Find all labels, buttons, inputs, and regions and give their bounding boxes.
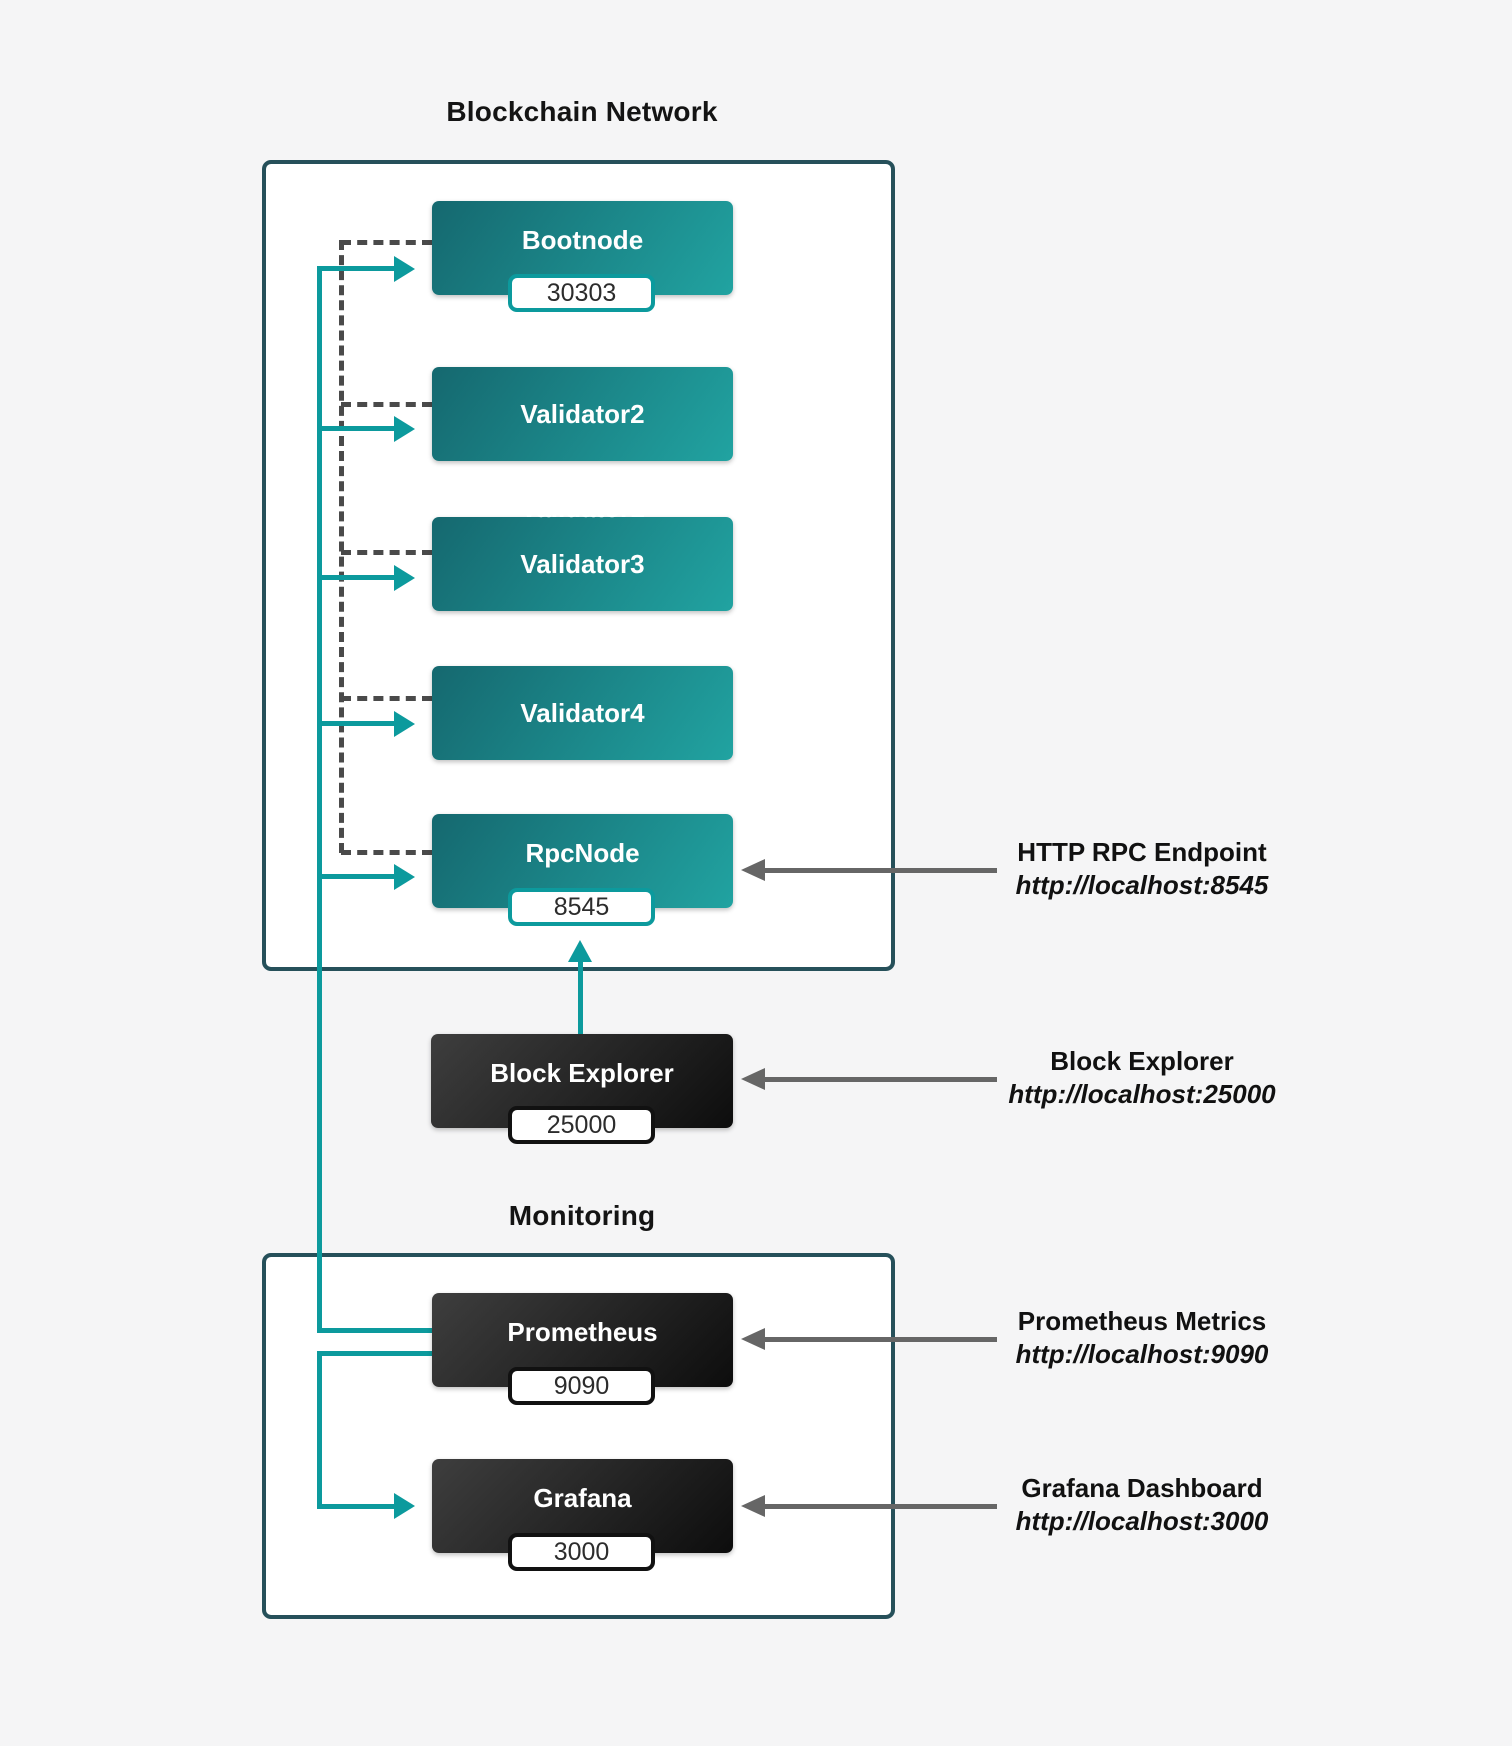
annotation-http-rpc-endpoint: HTTP RPC Endpoint http://localhost:8545 — [962, 836, 1322, 902]
block-explorer-to-rpcnode-line — [578, 960, 583, 1034]
gray-arrow-shaft-grafana — [765, 1504, 997, 1509]
peer-dashed-branch-validator3 — [341, 550, 432, 555]
peer-dashed-branch-bootnode — [341, 240, 432, 245]
bootnode-label: Bootnode — [521, 224, 644, 255]
prometheus-label: Prometheus — [507, 1316, 658, 1347]
peer-dashed-branch-rpcnode — [341, 850, 432, 855]
grafana-label: Grafana — [533, 1482, 632, 1513]
annotation-grafana-dashboard: Grafana Dashboard http://localhost:3000 — [962, 1472, 1322, 1538]
gray-arrow-shaft-prometheus — [765, 1337, 997, 1342]
validator3-label: Validator3 — [520, 548, 645, 579]
annotation-url: http://localhost:25000 — [1008, 1079, 1276, 1109]
annotation-title: Block Explorer — [1050, 1046, 1234, 1076]
teal-branch-validator3 — [317, 575, 395, 580]
block-explorer-port-badge: 25000 — [508, 1106, 655, 1144]
arrowhead-into-grafana — [394, 1493, 415, 1519]
validator4-label: Validator4 — [520, 697, 645, 728]
arrowhead-into-validator3 — [394, 565, 415, 591]
monitoring-title: Monitoring — [508, 1200, 656, 1231]
blockchain-network-title: Blockchain Network — [446, 96, 718, 127]
annotation-title: HTTP RPC Endpoint — [1017, 837, 1267, 867]
gray-arrowhead-grafana — [741, 1495, 765, 1517]
gray-arrow-shaft-block-explorer — [765, 1077, 997, 1082]
gray-arrow-shaft-rpc — [765, 868, 997, 873]
bootnode-port-badge: 30303 — [508, 274, 655, 312]
prometheus-to-grafana-line-top — [317, 1351, 432, 1356]
peer-dashed-trunk-line — [339, 240, 344, 853]
teal-branch-rpcnode — [317, 874, 395, 879]
peer-dashed-branch-validator4 — [341, 696, 432, 701]
rpcnode-label: RpcNode — [525, 837, 640, 868]
arrowhead-into-validator4 — [394, 711, 415, 737]
annotation-url: http://localhost:3000 — [1015, 1506, 1269, 1536]
teal-branch-grafana — [317, 1504, 395, 1509]
arrowhead-into-rpcnode — [394, 864, 415, 890]
validator2-node: Validator2 — [432, 367, 733, 461]
annotation-url: http://localhost:9090 — [1015, 1339, 1269, 1369]
prometheus-to-grafana-line-vertical — [317, 1351, 322, 1509]
rpcnode-port-badge: 8545 — [508, 888, 655, 926]
teal-branch-bootnode — [317, 266, 395, 271]
prometheus-port-badge: 9090 — [508, 1367, 655, 1405]
validator3-node: Validator3 — [432, 517, 733, 611]
block-explorer-label: Block Explorer — [490, 1057, 674, 1088]
annotation-block-explorer: Block Explorer http://localhost:25000 — [962, 1045, 1322, 1111]
teal-branch-validator4 — [317, 721, 395, 726]
teal-branch-prometheus — [317, 1328, 432, 1333]
arrowhead-up-into-rpcnode — [568, 940, 592, 962]
teal-trunk-line — [317, 267, 322, 1331]
annotation-title: Grafana Dashboard — [1021, 1473, 1263, 1503]
validator2-label: Validator2 — [520, 398, 645, 429]
grafana-port-badge: 3000 — [508, 1533, 655, 1571]
gray-arrowhead-rpc — [741, 859, 765, 881]
gray-arrowhead-prometheus — [741, 1328, 765, 1350]
annotation-url: http://localhost:8545 — [1015, 870, 1269, 900]
gray-arrowhead-block-explorer — [741, 1068, 765, 1090]
arrowhead-into-bootnode — [394, 256, 415, 282]
teal-branch-validator2 — [317, 426, 395, 431]
annotation-prometheus-metrics: Prometheus Metrics http://localhost:9090 — [962, 1305, 1322, 1371]
validator4-node: Validator4 — [432, 666, 733, 760]
annotation-title: Prometheus Metrics — [1017, 1306, 1267, 1336]
arrowhead-into-validator2 — [394, 416, 415, 442]
peer-dashed-branch-validator2 — [341, 402, 432, 407]
